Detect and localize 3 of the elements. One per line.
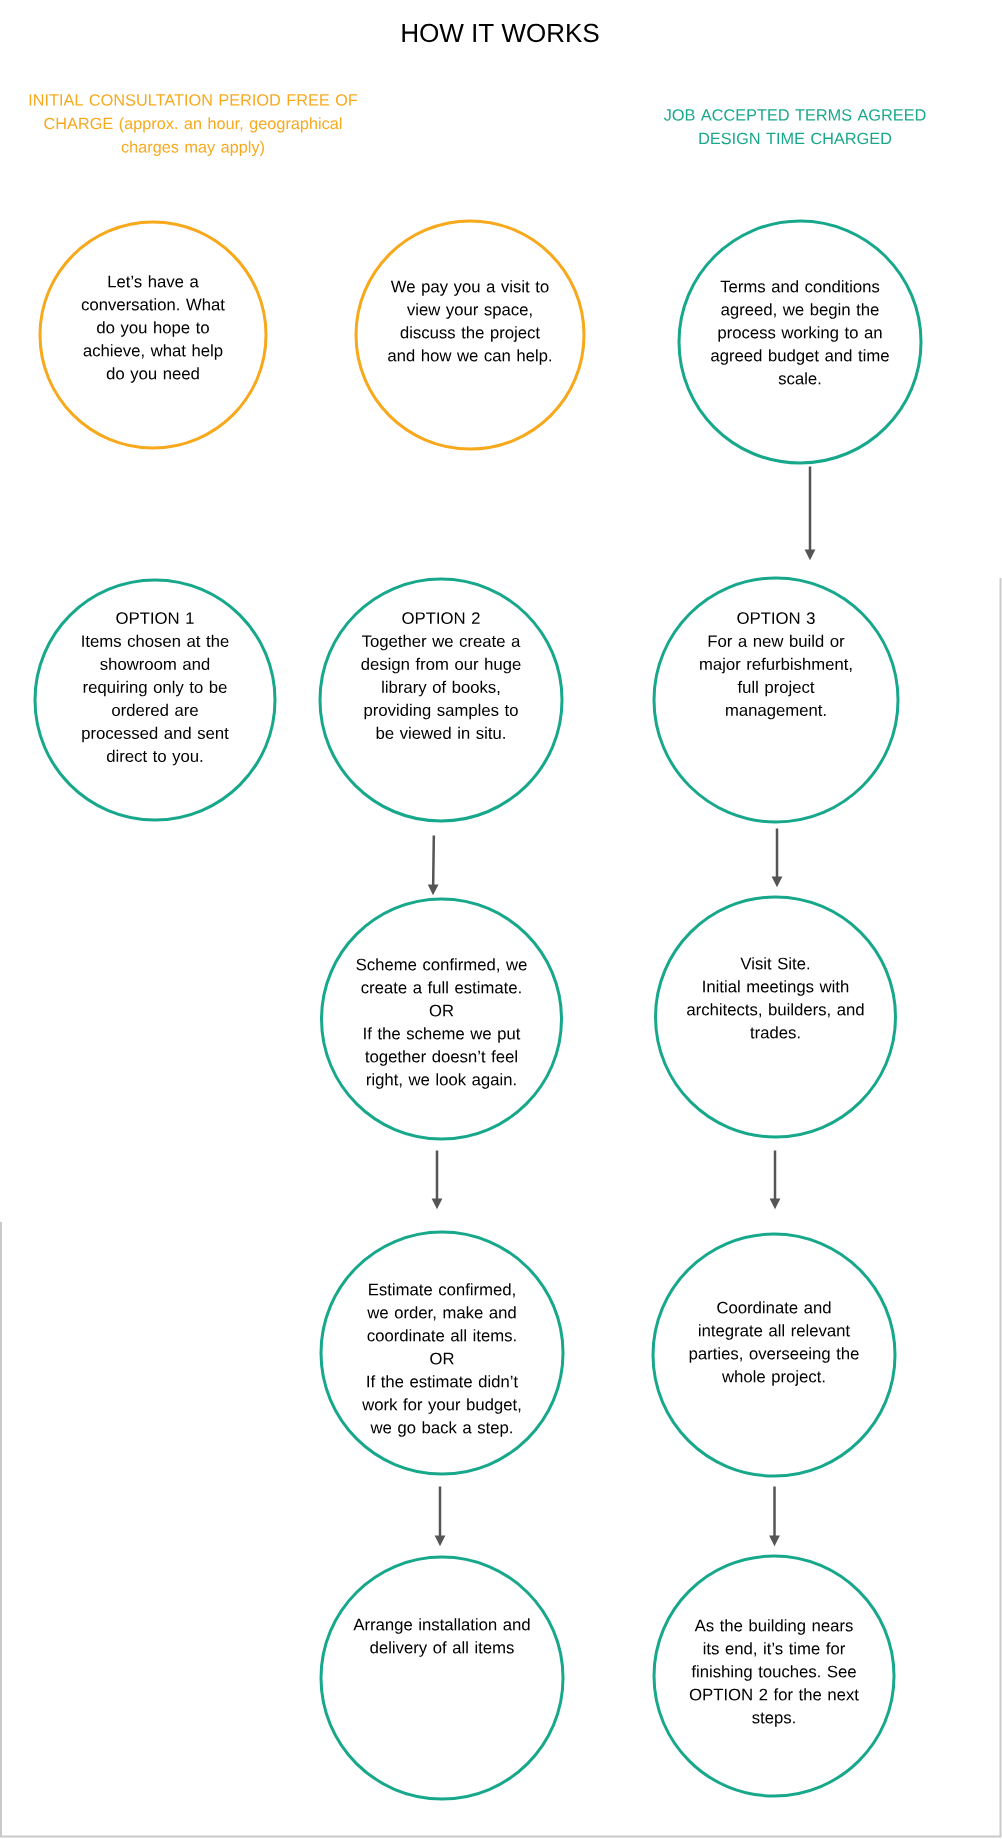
title: HOW IT WORKS	[402, 23, 599, 43]
section-heading: JOB ACCEPTED TERMS AGREED DESIGN TIME CHARGED	[663, 109, 926, 145]
section-heading: INITIAL CONSULTATION PERIOD FREE OF CHARGE (approx. an hour, geographical charges may apply)	[29, 94, 358, 156]
